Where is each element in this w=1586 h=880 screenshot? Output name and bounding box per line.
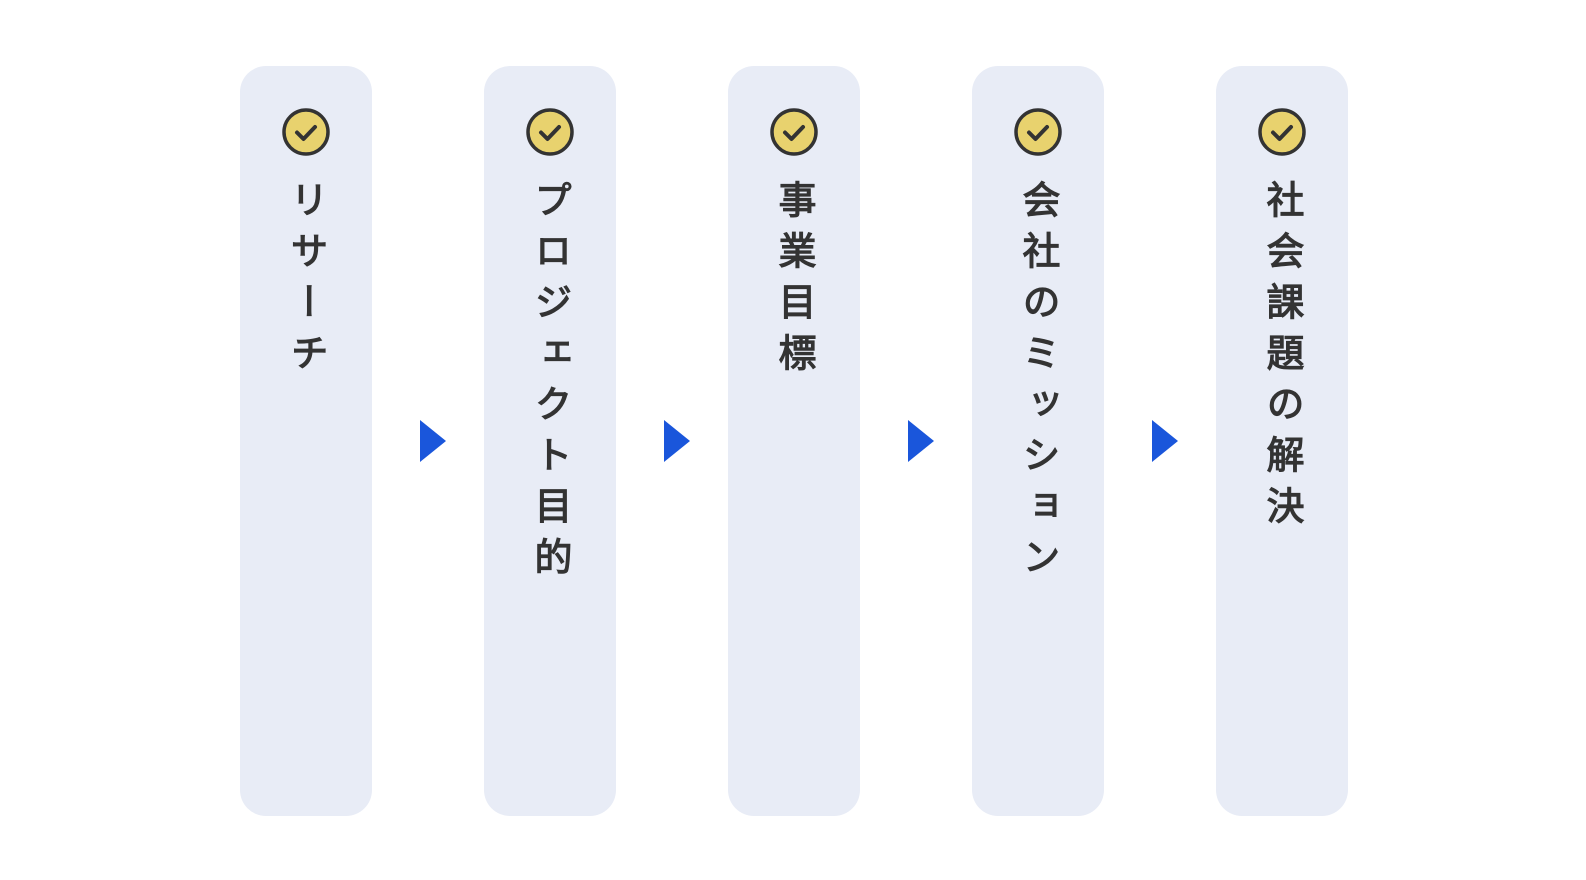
check-circle-icon bbox=[1014, 108, 1062, 156]
triangle-right-icon bbox=[420, 420, 446, 462]
triangle-right-icon bbox=[1152, 420, 1178, 462]
step-card-research: リサーチ bbox=[240, 66, 372, 816]
check-circle-icon bbox=[770, 108, 818, 156]
step-card-business-goal: 事業目標 bbox=[728, 66, 860, 816]
triangle-right-icon bbox=[908, 420, 934, 462]
step-card-project-purpose: プロジェクト目的 bbox=[484, 66, 616, 816]
step-label: 会社のミッション bbox=[1016, 180, 1060, 588]
step-card-social-issue: 社会課題の解決 bbox=[1216, 66, 1348, 816]
step-label: 社会課題の解決 bbox=[1260, 180, 1304, 537]
check-circle-icon bbox=[1258, 108, 1306, 156]
check-circle-icon bbox=[282, 108, 330, 156]
step-label: プロジェクト目的 bbox=[528, 180, 572, 588]
triangle-right-icon bbox=[664, 420, 690, 462]
step-label: リサーチ bbox=[284, 180, 328, 384]
step-card-company-mission: 会社のミッション bbox=[972, 66, 1104, 816]
step-label: 事業目標 bbox=[772, 180, 816, 384]
check-circle-icon bbox=[526, 108, 574, 156]
